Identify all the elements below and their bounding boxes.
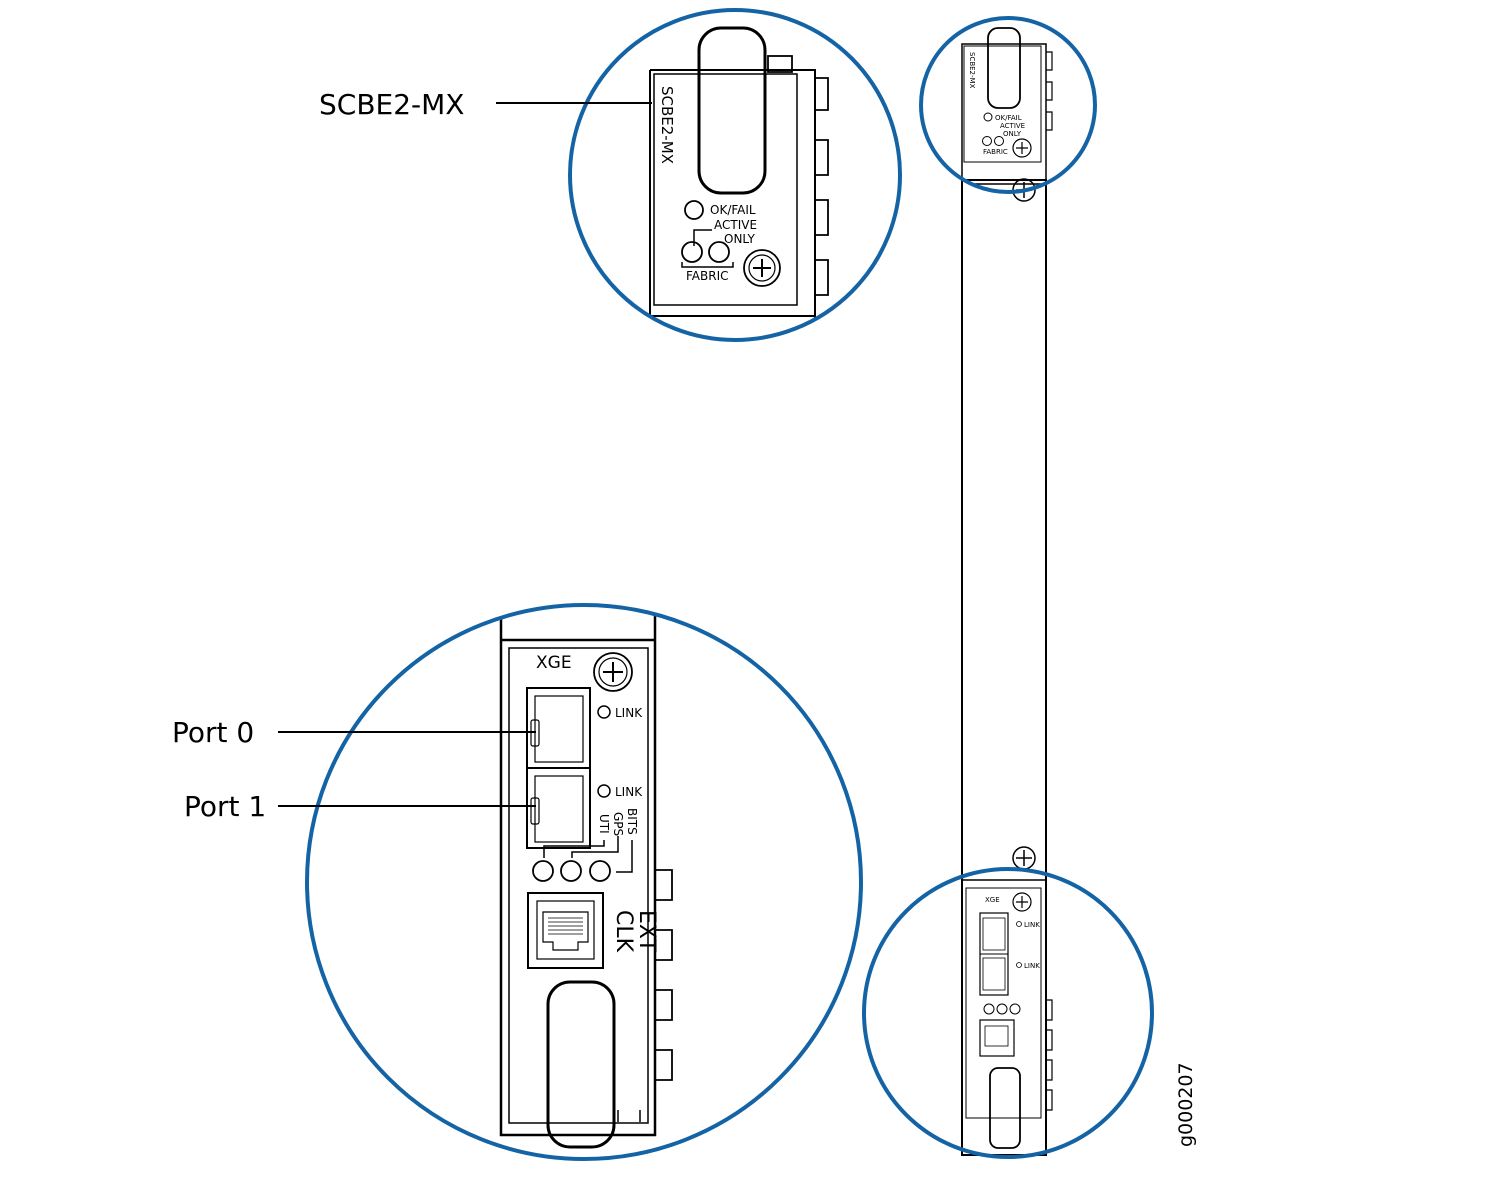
full-card [961, 178, 1047, 1156]
uti-label: UTI [597, 814, 611, 834]
bottom-magnifier [305, 603, 863, 1161]
callout-port0-label: Port 0 [172, 716, 254, 749]
callout-port1: Port 1 [184, 790, 536, 823]
top-ejector-handle [697, 26, 767, 195]
top-magnifier [568, 8, 902, 342]
bottom-faceplate [508, 647, 649, 1124]
small-okfail-text: OK/FAIL [995, 114, 1022, 122]
uti-led-icon [532, 860, 554, 882]
clk-label: CLK [611, 910, 636, 953]
small-top-magnifier [919, 16, 1097, 194]
card-mid-screw-icon [1012, 846, 1036, 870]
gps-label: GPS [611, 812, 625, 836]
link0-label: LINK [615, 706, 643, 720]
link1-led-icon [597, 784, 611, 798]
callout-port0: Port 0 [172, 716, 536, 749]
small-link0-text: LINK [1024, 921, 1040, 929]
fabric-label: FABRIC [686, 269, 729, 283]
callout-module: SCBE2-MX [319, 88, 652, 121]
link0-led-icon [597, 705, 611, 719]
bits-label: BITS [625, 808, 639, 835]
small-bottom-inset: XGE LINK LINK [961, 879, 1053, 1156]
bottom-magnified-panel: XGE LINK LINK BITS GPS UTI [499, 605, 673, 1149]
small-card-label: SCBE2-MX [968, 52, 976, 89]
bottom-captive-screw-icon [593, 652, 633, 692]
okfail-led-label: OK/FAIL [710, 203, 756, 217]
active-led-label: ACTIVE [714, 218, 757, 232]
figure-id: g000207 [1175, 1062, 1197, 1147]
fabric-led-2-icon [708, 241, 730, 263]
bottom-ejector-handle [546, 980, 616, 1149]
fabric-led-1-icon [681, 241, 703, 263]
gps-led-icon [560, 860, 582, 882]
bits-led-icon [589, 860, 611, 882]
callout-port1-label: Port 1 [184, 790, 266, 823]
port1-sfp [530, 775, 584, 843]
top-emi-gasket [767, 55, 829, 296]
top-magnified-panel: SCBE2-MX OK/FAIL ACTIVE ONLY FABRIC [649, 26, 829, 340]
small-active-text: ACTIVE [1000, 122, 1025, 130]
small-only-text: ONLY [1003, 130, 1022, 138]
small-bottom-magnifier [862, 867, 1154, 1159]
ext-label: EXT [634, 910, 659, 953]
only-led-label: ONLY [724, 232, 756, 246]
small-fabric-text: FABRIC [983, 148, 1008, 156]
ext-clk-rj45-port [527, 892, 604, 969]
okfail-led-icon [684, 200, 704, 220]
xge-label: XGE [536, 653, 572, 673]
callout-module-label: SCBE2-MX [319, 88, 464, 121]
port0-sfp [530, 695, 584, 763]
top-card-label: SCBE2-MX [658, 86, 676, 164]
link1-label: LINK [615, 785, 643, 799]
small-link1-text: LINK [1024, 962, 1040, 970]
top-faceplate [653, 73, 798, 306]
small-top-inset: SCBE2-MX OK/FAIL ACTIVE ONLY FABRIC [961, 27, 1053, 185]
bottom-emi-gasket [617, 869, 673, 1122]
top-captive-screw-icon [743, 249, 781, 287]
small-xge-text: XGE [985, 896, 1000, 904]
card-body [961, 179, 1047, 1156]
